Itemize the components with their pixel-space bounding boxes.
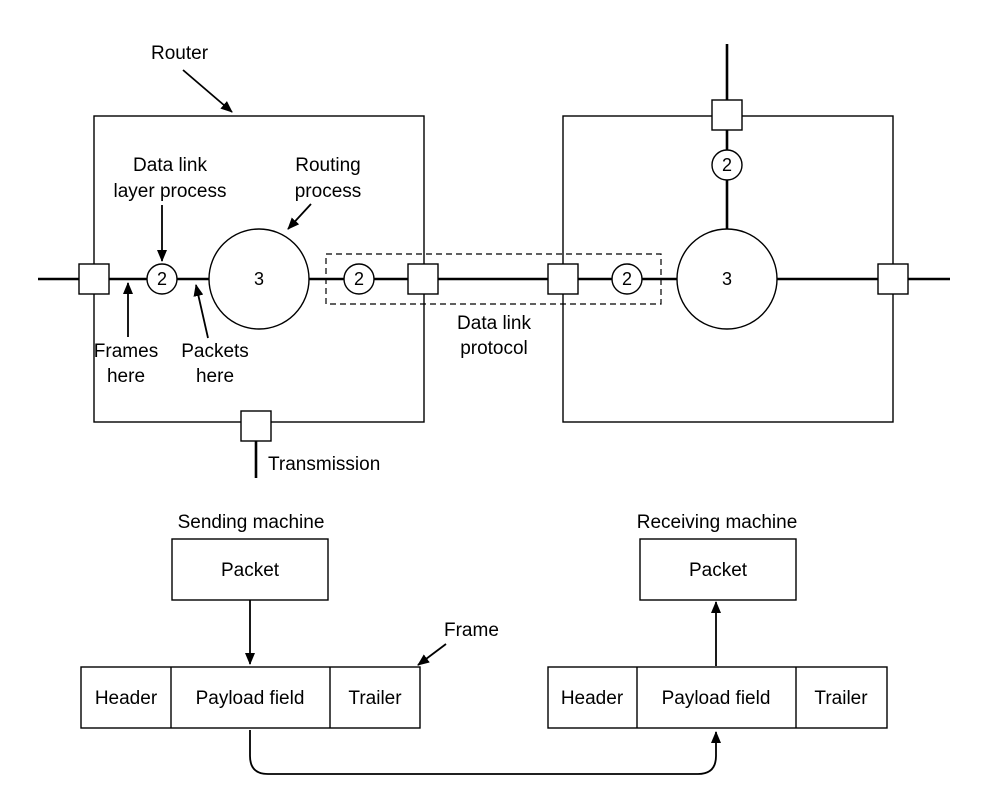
sending-trailer-label: Trailer [348, 688, 402, 709]
payload-transfer-path [249, 730, 721, 775]
sending-packet-label: Packet [221, 560, 280, 581]
packets-here-label-line2: here [196, 366, 234, 387]
left-router-outgoing-dl-number: 2 [354, 269, 364, 289]
left-routing-process-number: 3 [254, 269, 264, 289]
right-router-incoming-dl-number: 2 [622, 269, 632, 289]
left-routing-process-circle [208, 228, 310, 330]
right-router-east-port [877, 263, 909, 295]
sending-frame-box [80, 666, 421, 729]
left-dl-process-circle [146, 263, 178, 295]
dl-layer-process-label-line1: Data link [133, 155, 207, 176]
left-dl-process-number: 2 [157, 269, 167, 289]
right-routing-process-number: 3 [722, 269, 732, 289]
routing-process-pointer [287, 203, 312, 230]
receiving-trailer-label: Trailer [814, 688, 868, 709]
left-router-outgoing-dl-circle [343, 263, 375, 295]
routing-process-label-line2: process [295, 181, 362, 202]
sending-header-label: Header [95, 688, 158, 709]
router-label: Router [151, 43, 209, 64]
right-router-north-port [711, 99, 743, 131]
receiving-packet-box [639, 538, 797, 601]
router-pointer [182, 69, 233, 113]
receiving-packet-label: Packet [689, 560, 748, 581]
frame-label: Frame [444, 620, 499, 641]
sending-payload-label: Payload field [196, 688, 305, 709]
frames-here-label-line2: here [107, 366, 145, 387]
receiving-payload-label: Payload field [662, 688, 771, 709]
dl-layer-process-label-line2: layer process [114, 181, 227, 202]
right-router-incoming-dl-circle [611, 263, 643, 295]
receiving-frame-box [547, 666, 888, 729]
sending-machine-label: Sending machine [178, 512, 325, 533]
receiving-machine-label: Receiving machine [637, 512, 798, 533]
frames-here-label-line1: Frames [94, 341, 158, 362]
data-link-protocol-region [325, 253, 662, 305]
dl-protocol-label-line2: protocol [460, 338, 528, 359]
receiving-header-label: Header [561, 688, 624, 709]
left-router-west-port [78, 263, 110, 295]
packets-here-label-line1: Packets [181, 341, 249, 362]
packets-here-pointer [193, 284, 209, 339]
left-router-south-port [240, 410, 272, 442]
transmission-label: Transmission [268, 454, 380, 475]
right-router-west-port [547, 263, 579, 295]
left-router-east-port [407, 263, 439, 295]
routing-process-label-line1: Routing [295, 155, 361, 176]
right-routing-process-circle [676, 228, 778, 330]
right-router-top-dl-circle [711, 149, 743, 181]
frame-pointer [417, 643, 447, 666]
right-router-top-dl-number: 2 [722, 155, 732, 175]
dl-protocol-label-line1: Data link [457, 313, 531, 334]
